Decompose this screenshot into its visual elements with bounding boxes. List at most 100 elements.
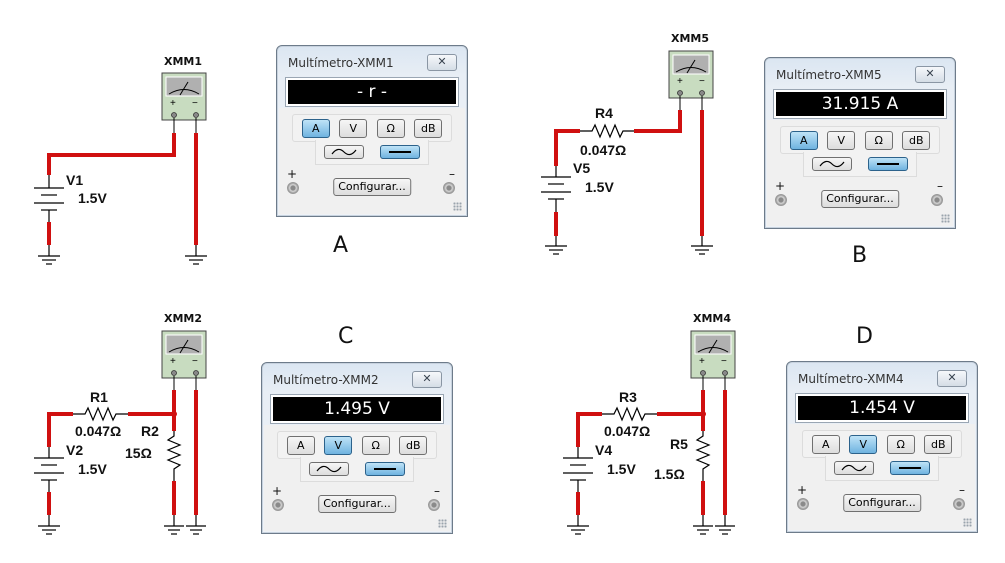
caption-a: A (333, 233, 349, 258)
resistor-r2[interactable] (166, 431, 182, 481)
ac-button[interactable] (324, 145, 364, 159)
positive-terminal[interactable] (272, 499, 284, 511)
mode-button-db[interactable]: dB (924, 434, 953, 454)
mode-button-volt[interactable]: V (827, 130, 856, 150)
meter-name: XMM1 (164, 55, 202, 68)
reading-display: - r - (285, 77, 459, 107)
mode-button-ampere[interactable]: A (286, 435, 315, 455)
load-resistor-value: 1.5Ω (654, 466, 685, 482)
resize-grip[interactable] (963, 518, 972, 527)
mode-button-volt[interactable]: V (324, 435, 353, 455)
battery-v1[interactable] (34, 175, 64, 222)
multimeter-window-xmm1[interactable]: Multímetro-XMM1 ✕ - r - A V Ω dB + Confi… (276, 45, 468, 217)
resistor-value: 0.047Ω (580, 142, 626, 158)
negative-terminal[interactable] (443, 182, 455, 194)
negative-terminal[interactable] (428, 499, 440, 511)
dc-button[interactable] (365, 462, 405, 476)
negative-terminal[interactable] (931, 194, 943, 206)
resistor-r1[interactable] (73, 406, 128, 422)
sine-wave-icon (819, 160, 845, 168)
battery-v2[interactable] (34, 447, 64, 492)
multimeter-icon[interactable]: + − (161, 330, 207, 390)
mode-button-ohm[interactable]: Ω (864, 130, 893, 150)
window-title: Multímetro-XMM5 (776, 68, 882, 82)
signal-type-group (300, 457, 414, 482)
svg-text:−: − (721, 356, 727, 367)
svg-text:−: − (192, 356, 198, 367)
mode-button-volt[interactable]: V (849, 434, 878, 454)
mode-button-volt[interactable]: V (339, 118, 368, 138)
multimeter-window-xmm4[interactable]: Multímetro-XMM4 ✕ 1.454 V A V Ω dB + Con… (786, 361, 978, 533)
svg-text:+: + (699, 356, 705, 367)
ground-icon (693, 515, 713, 535)
minus-sign: – (449, 167, 455, 181)
circuit-d: R3 0.047Ω R5 1.5Ω V4 1.5V + − XMM4 (563, 312, 736, 535)
mode-button-ohm[interactable]: Ω (886, 434, 915, 454)
battery-v4[interactable] (563, 447, 593, 492)
source-name: V4 (595, 442, 612, 458)
close-button[interactable]: ✕ (937, 370, 967, 387)
ac-button[interactable] (309, 462, 349, 476)
ground-icon (38, 245, 60, 265)
ac-button[interactable] (834, 461, 874, 475)
source-value: 1.5V (78, 190, 107, 206)
mode-button-ohm[interactable]: Ω (361, 435, 390, 455)
configure-button[interactable]: Configurar... (821, 190, 899, 208)
caption-d: D (856, 324, 873, 349)
close-button[interactable]: ✕ (915, 66, 945, 83)
mode-button-ohm[interactable]: Ω (376, 118, 405, 138)
configure-button[interactable]: Configurar... (318, 495, 396, 513)
ac-button[interactable] (812, 157, 852, 171)
source-name: V5 (573, 160, 590, 176)
window-title: Multímetro-XMM1 (288, 56, 394, 70)
close-button[interactable]: ✕ (427, 54, 457, 71)
svg-text:+: + (170, 98, 176, 109)
mode-button-db[interactable]: dB (902, 130, 931, 150)
resize-grip[interactable] (941, 214, 950, 223)
configure-button[interactable]: Configurar... (843, 494, 921, 512)
caption-c: C (338, 324, 354, 349)
close-button[interactable]: ✕ (412, 371, 442, 388)
resize-grip[interactable] (453, 202, 462, 211)
positive-terminal[interactable] (797, 498, 809, 510)
mode-button-ampere[interactable]: A (301, 118, 330, 138)
plus-sign: + (272, 484, 283, 498)
battery-v5[interactable] (541, 166, 571, 212)
dc-button[interactable] (380, 145, 420, 159)
multimeter-icon[interactable]: + − (690, 330, 736, 390)
multimeter-window-xmm2[interactable]: Multímetro-XMM2 ✕ 1.495 V A V Ω dB + Con… (261, 362, 453, 534)
load-resistor-name: R2 (141, 423, 159, 439)
controls-panel: A V Ω dB + Configurar... – (279, 108, 465, 214)
resistor-r4[interactable] (580, 123, 634, 139)
mode-button-db[interactable]: dB (399, 435, 428, 455)
svg-text:−: − (699, 76, 705, 87)
reading-display: 1.454 V (795, 393, 969, 423)
configure-button[interactable]: Configurar... (333, 178, 411, 196)
resize-grip[interactable] (438, 519, 447, 528)
positive-terminal[interactable] (287, 182, 299, 194)
dc-button[interactable] (868, 157, 908, 171)
multimeter-icon[interactable]: + − (161, 72, 207, 133)
mode-group: A V Ω dB (780, 126, 940, 154)
multimeter-icon[interactable]: + − (668, 50, 714, 110)
wire (554, 110, 704, 236)
positive-terminal[interactable] (775, 194, 787, 206)
sine-wave-icon (316, 465, 342, 473)
mode-button-db[interactable]: dB (414, 118, 443, 138)
resistor-r5[interactable] (695, 431, 711, 481)
dc-button[interactable] (890, 461, 930, 475)
multimeter-window-xmm5[interactable]: Multímetro-XMM5 ✕ 31.915 A A V Ω dB + Co… (764, 57, 956, 229)
controls-panel: A V Ω dB + Configurar... – (767, 120, 953, 226)
mode-button-ampere[interactable]: A (789, 130, 818, 150)
negative-terminal[interactable] (953, 498, 965, 510)
meter-name: XMM5 (671, 32, 709, 45)
source-value: 1.5V (78, 461, 107, 477)
mode-button-ampere[interactable]: A (811, 434, 840, 454)
ground-icon (38, 515, 60, 535)
svg-text:+: + (677, 76, 683, 87)
minus-sign: – (959, 483, 965, 497)
resistor-r3[interactable] (602, 406, 657, 422)
close-icon: ✕ (925, 68, 935, 80)
mode-group: A V Ω dB (277, 431, 437, 459)
window-title: Multímetro-XMM4 (798, 372, 904, 386)
